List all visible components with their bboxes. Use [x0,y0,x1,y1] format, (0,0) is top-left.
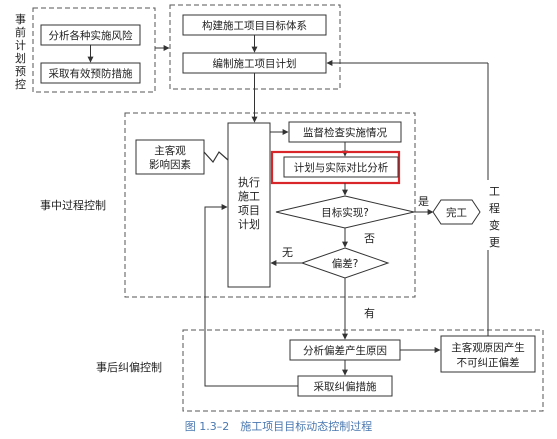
compare-box [283,156,399,178]
pre-label-char: 划 [15,52,26,65]
uncorrectable-text-2: 不可纠正偏差 [457,356,520,369]
subjective-factor-text-1: 主客观 [154,144,186,157]
figure-caption: 图 1.3–2 施工项目目标动态控制过程 [185,419,373,433]
execute-plan-box [227,122,271,288]
build-target-text: 构建施工项目目标体系 [202,19,307,32]
execute-text-2: 施工 [238,190,260,203]
right-label-char: 工 [489,185,500,198]
execute-text-4: 计划 [238,218,260,231]
analyze-cause-text: 分析偏差产生原因 [303,344,387,357]
post-control-label: 事后纠偏控制 [96,360,162,374]
right-label-char: 程 [489,202,500,215]
uncorrectable-text-1: 主客观原因产生 [451,341,525,354]
pre-risk-region [32,7,156,93]
make-plan-text: 编制施工项目计划 [213,57,297,70]
zigzag-influence-arrow [203,151,229,164]
none-label: 无 [282,246,293,259]
deviation-text: 偏差? [332,257,359,270]
mid-control-label: 事中过程控制 [40,198,106,212]
right-label-char: 更 [489,236,500,249]
pre-label-char: 控 [15,77,26,91]
correct-text: 采取纠偏措施 [314,380,377,393]
uncorrectable-box [440,335,536,373]
pre-label-char: 前 [15,25,26,39]
pre-label-char: 事 [15,13,26,26]
right-label-char: 变 [489,218,500,232]
mid-control-region [124,112,416,298]
subjective-factor-text-2: 影响因素 [149,158,191,171]
pre-label-char: 预 [15,65,26,78]
goal-check-text: 目标实现? [321,206,369,219]
pre-control-label: 事 前 计 划 预 控 [15,13,26,91]
compare-text: 计划与实际对比分析 [294,161,389,174]
prevention-text: 采取有效预防措施 [49,67,133,80]
engineering-change-label: 工 程 变 更 [489,185,500,249]
edge-correct-loop-to-execute [204,204,298,387]
execute-text-3: 项目 [238,204,260,217]
execute-text-1: 执行 [238,175,260,189]
supervise-text: 监督检查实施情况 [303,126,387,139]
done-hexagon [432,199,481,225]
subjective-factor-box [135,139,205,175]
analyze-risk-text: 分析各种实施风险 [49,29,133,42]
has-label: 有 [364,306,375,320]
yes-label: 是 [418,195,429,208]
post-control-region [182,329,544,412]
no-label: 否 [364,232,375,245]
pre-label-char: 计 [15,39,26,52]
prevention-box [40,62,141,84]
done-text: 完工 [446,206,467,219]
compare-highlight [270,150,401,185]
